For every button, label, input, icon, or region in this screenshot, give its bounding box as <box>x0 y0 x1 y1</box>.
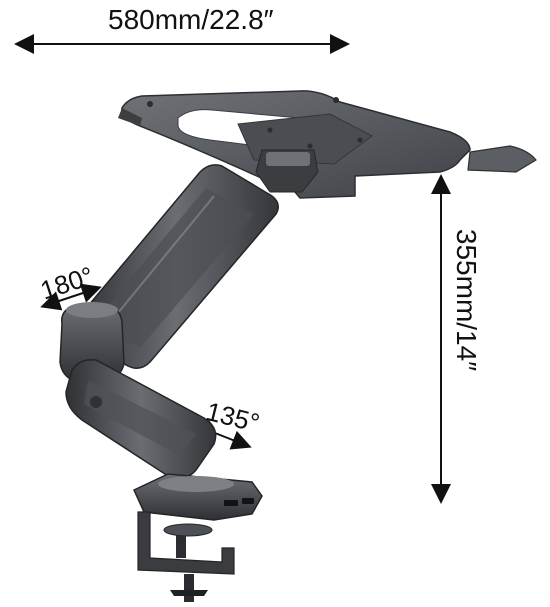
width-dimension-label: 580mm/22.8″ <box>108 4 274 35</box>
c-clamp <box>137 511 235 602</box>
desk-base <box>133 473 263 521</box>
upper-arm <box>73 164 279 369</box>
tilt-joint <box>255 149 319 193</box>
laptop-tray <box>118 90 537 199</box>
lower-arm <box>65 358 217 479</box>
height-dimension-label: 355mm/14″ <box>451 228 482 372</box>
elbow-joint <box>59 302 125 383</box>
elbow-angle-arrow <box>40 283 102 311</box>
